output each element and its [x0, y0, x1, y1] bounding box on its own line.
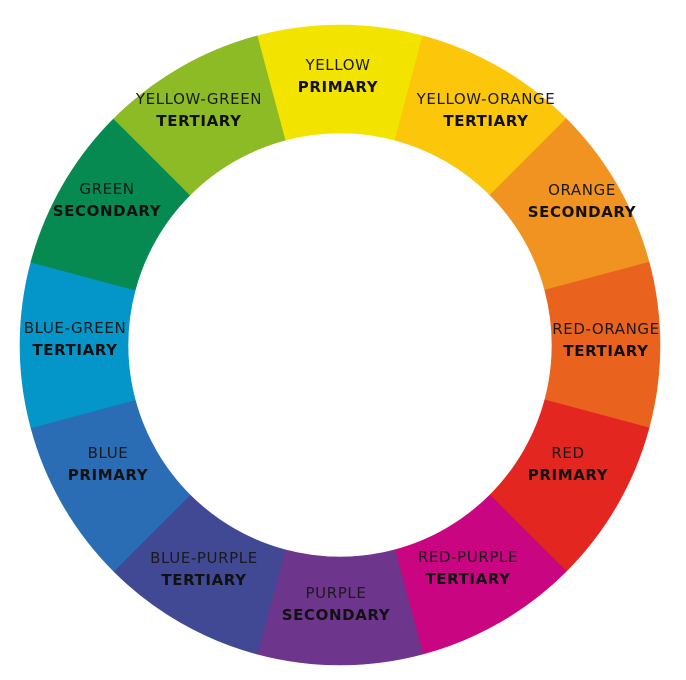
label-purple-type: SECONDARY: [282, 606, 391, 624]
label-yellow-green-name: YELLOW-GREEN: [135, 90, 262, 108]
label-yellow-orange-name: YELLOW-ORANGE: [416, 90, 556, 108]
label-red-type: PRIMARY: [528, 466, 609, 484]
label-green-name: GREEN: [79, 180, 134, 198]
label-blue-purple-name: BLUE-PURPLE: [150, 549, 258, 567]
label-blue-green-name: BLUE-GREEN: [24, 319, 127, 337]
label-red-purple-name: RED-PURPLE: [418, 548, 518, 566]
label-orange-name: ORANGE: [548, 181, 616, 199]
label-yellow-name: YELLOW: [304, 56, 370, 74]
label-red-purple-type: TERTIARY: [425, 570, 511, 588]
label-blue-green-type: TERTIARY: [32, 341, 118, 359]
label-yellow-green-type: TERTIARY: [156, 112, 242, 130]
label-red-name: RED: [551, 444, 584, 462]
segment-yellow-green: [113, 35, 286, 196]
label-orange-type: SECONDARY: [528, 203, 637, 221]
label-yellow-orange-type: TERTIARY: [443, 112, 529, 130]
label-yellow-type: PRIMARY: [298, 78, 379, 96]
wheel-segments: [19, 24, 661, 666]
label-blue-name: BLUE: [88, 444, 129, 462]
label-red-orange-name: RED-ORANGE: [552, 320, 659, 338]
label-purple-name: PURPLE: [306, 584, 367, 602]
label-blue-purple-type: TERTIARY: [161, 571, 247, 589]
wheel-labels: YELLOW PRIMARY YELLOW-ORANGE TERTIARY ORANGE…: [24, 56, 659, 624]
label-blue-type: PRIMARY: [68, 466, 149, 484]
label-red-orange-type: TERTIARY: [563, 342, 649, 360]
label-green-type: SECONDARY: [53, 202, 162, 220]
